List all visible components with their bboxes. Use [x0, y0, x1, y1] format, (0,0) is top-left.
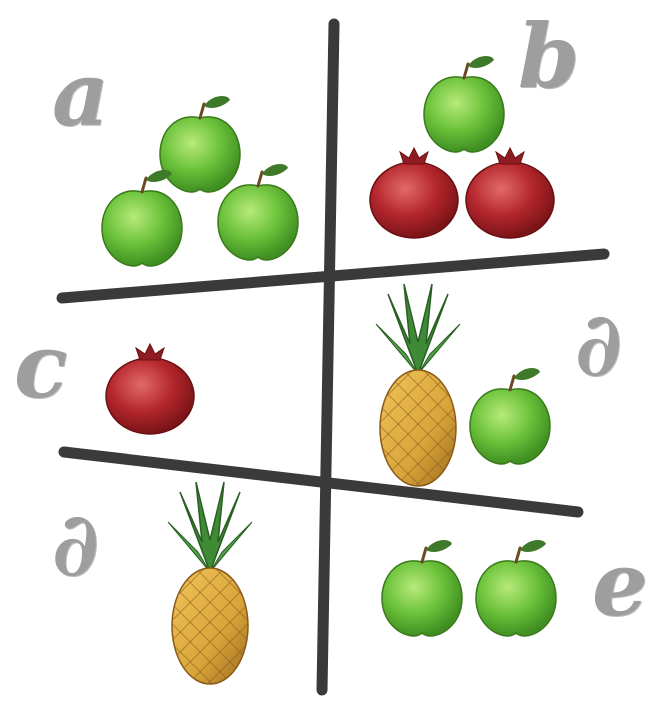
pomegranate-icon: [106, 344, 194, 434]
cell-b-fruits: [370, 56, 554, 238]
apple-icon: [382, 540, 462, 636]
pomegranate-icon: [466, 148, 554, 238]
cell-c-fruits: [106, 344, 194, 434]
pomegranate-icon: [370, 148, 458, 238]
grid-line-vertical: [322, 24, 334, 690]
cell-e-fruits: [382, 540, 556, 636]
cell-d-left-fruits: [168, 482, 252, 684]
cell-a-fruits: [102, 96, 298, 266]
apple-icon: [102, 170, 182, 266]
apple-icon: [160, 96, 240, 192]
cell-d-right-fruits: [376, 284, 550, 486]
apple-icon: [470, 368, 550, 464]
pineapple-icon: [376, 284, 460, 486]
apple-icon: [476, 540, 556, 636]
apple-icon: [424, 56, 504, 152]
pineapple-icon: [168, 482, 252, 684]
